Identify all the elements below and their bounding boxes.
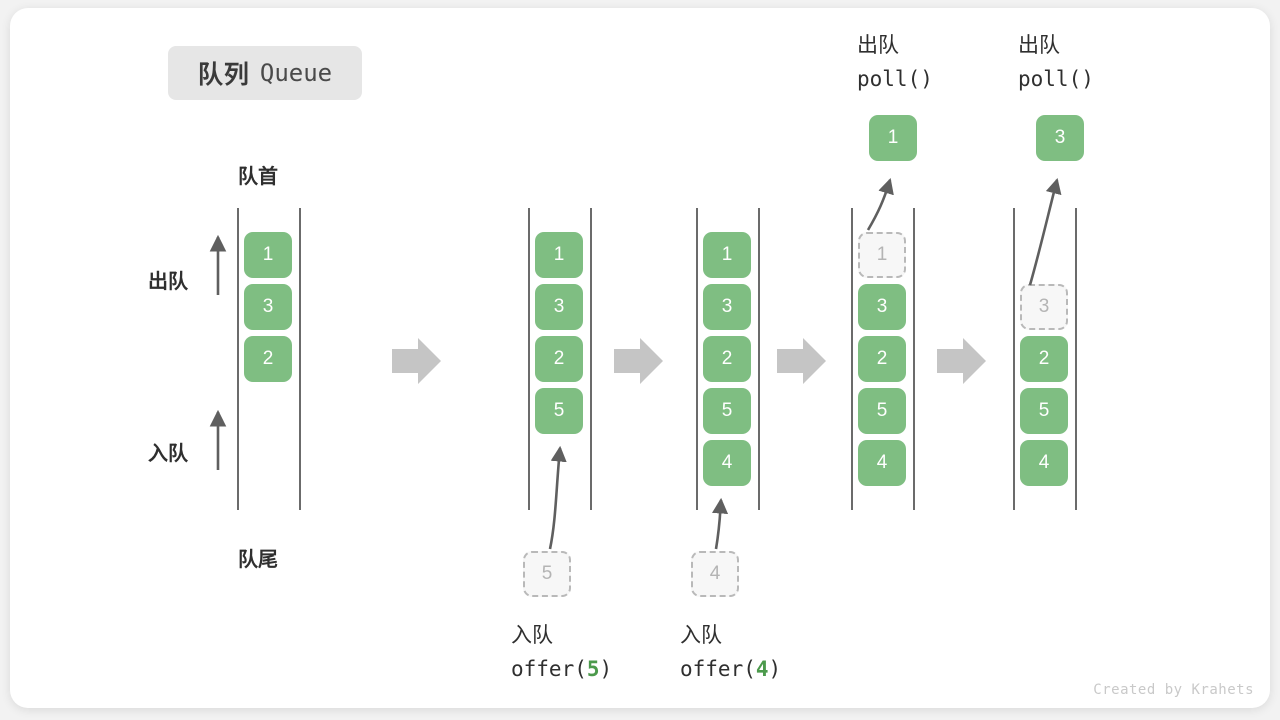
queue-slot: 3 (703, 284, 751, 330)
diagram-title: 队列 Queue (168, 46, 362, 100)
queue-slot-new: 4 (703, 440, 751, 486)
queue-slot: 2 (1020, 336, 1068, 382)
queue-slot: 1 (535, 232, 583, 278)
queue-rail-left (696, 208, 698, 510)
queue-head-label: 队首 (238, 166, 278, 188)
code-prefix: offer( (680, 656, 756, 681)
queue-rail-left (851, 208, 853, 510)
queue-slot: 3 (535, 284, 583, 330)
credit-text: Created by Krahets (1093, 682, 1254, 698)
operation-caption-code: offer(4) (680, 653, 781, 686)
operation-caption-cn: 出队 (1018, 34, 1060, 57)
queue-rail-right (913, 208, 915, 510)
queue-slot: 5 (858, 388, 906, 434)
queue-tail-label: 队尾 (238, 549, 278, 571)
operation-caption-code: offer(5) (511, 653, 612, 686)
code-suffix: ) (768, 656, 782, 681)
queue-slot: 2 (858, 336, 906, 382)
queue-slot: 4 (1020, 440, 1068, 486)
queue-slot-removed: 3 (1020, 284, 1068, 330)
operation-caption-cn: 入队 (680, 624, 722, 647)
operation-caption-offer-5: 入队 offer(5) (511, 620, 612, 685)
queue-slot: 2 (244, 336, 292, 382)
operation-caption-code: poll() (1018, 66, 1094, 91)
queue-slot: 1 (703, 232, 751, 278)
code-prefix: offer( (511, 656, 587, 681)
queue-rail-right (590, 208, 592, 510)
queue-slot: 3 (244, 284, 292, 330)
queue-slot: 5 (1020, 388, 1068, 434)
code-arg: 5 (586, 656, 600, 681)
queue-rail-left (1013, 208, 1015, 510)
incoming-element-ghost: 4 (691, 551, 739, 597)
enqueue-direction-label: 入队 (148, 443, 188, 465)
polled-element: 3 (1036, 115, 1084, 161)
incoming-element-ghost: 5 (523, 551, 571, 597)
operation-caption-poll-3: 出队 poll() (1018, 30, 1094, 95)
dequeue-direction-label: 出队 (148, 271, 188, 293)
title-en: Queue (259, 59, 333, 87)
title-cn: 队列 (197, 61, 250, 89)
operation-caption-code: poll() (857, 66, 933, 91)
code-arg: 4 (755, 656, 769, 681)
queue-rail-right (1075, 208, 1077, 510)
queue-slot: 2 (703, 336, 751, 382)
operation-caption-offer-4: 入队 offer(4) (680, 620, 781, 685)
code-suffix: ) (599, 656, 613, 681)
queue-rail-right (758, 208, 760, 510)
queue-slot: 5 (703, 388, 751, 434)
queue-slot: 1 (244, 232, 292, 278)
diagram-card (10, 8, 1270, 708)
queue-slot-removed: 1 (858, 232, 906, 278)
queue-rail-left (237, 208, 239, 510)
queue-slot: 2 (535, 336, 583, 382)
queue-rail-right (299, 208, 301, 510)
operation-caption-poll-1: 出队 poll() (857, 30, 933, 95)
queue-slot-new: 5 (535, 388, 583, 434)
polled-element: 1 (869, 115, 917, 161)
queue-rail-left (528, 208, 530, 510)
queue-slot: 4 (858, 440, 906, 486)
operation-caption-cn: 出队 (857, 34, 899, 57)
queue-slot: 3 (858, 284, 906, 330)
operation-caption-cn: 入队 (511, 624, 553, 647)
